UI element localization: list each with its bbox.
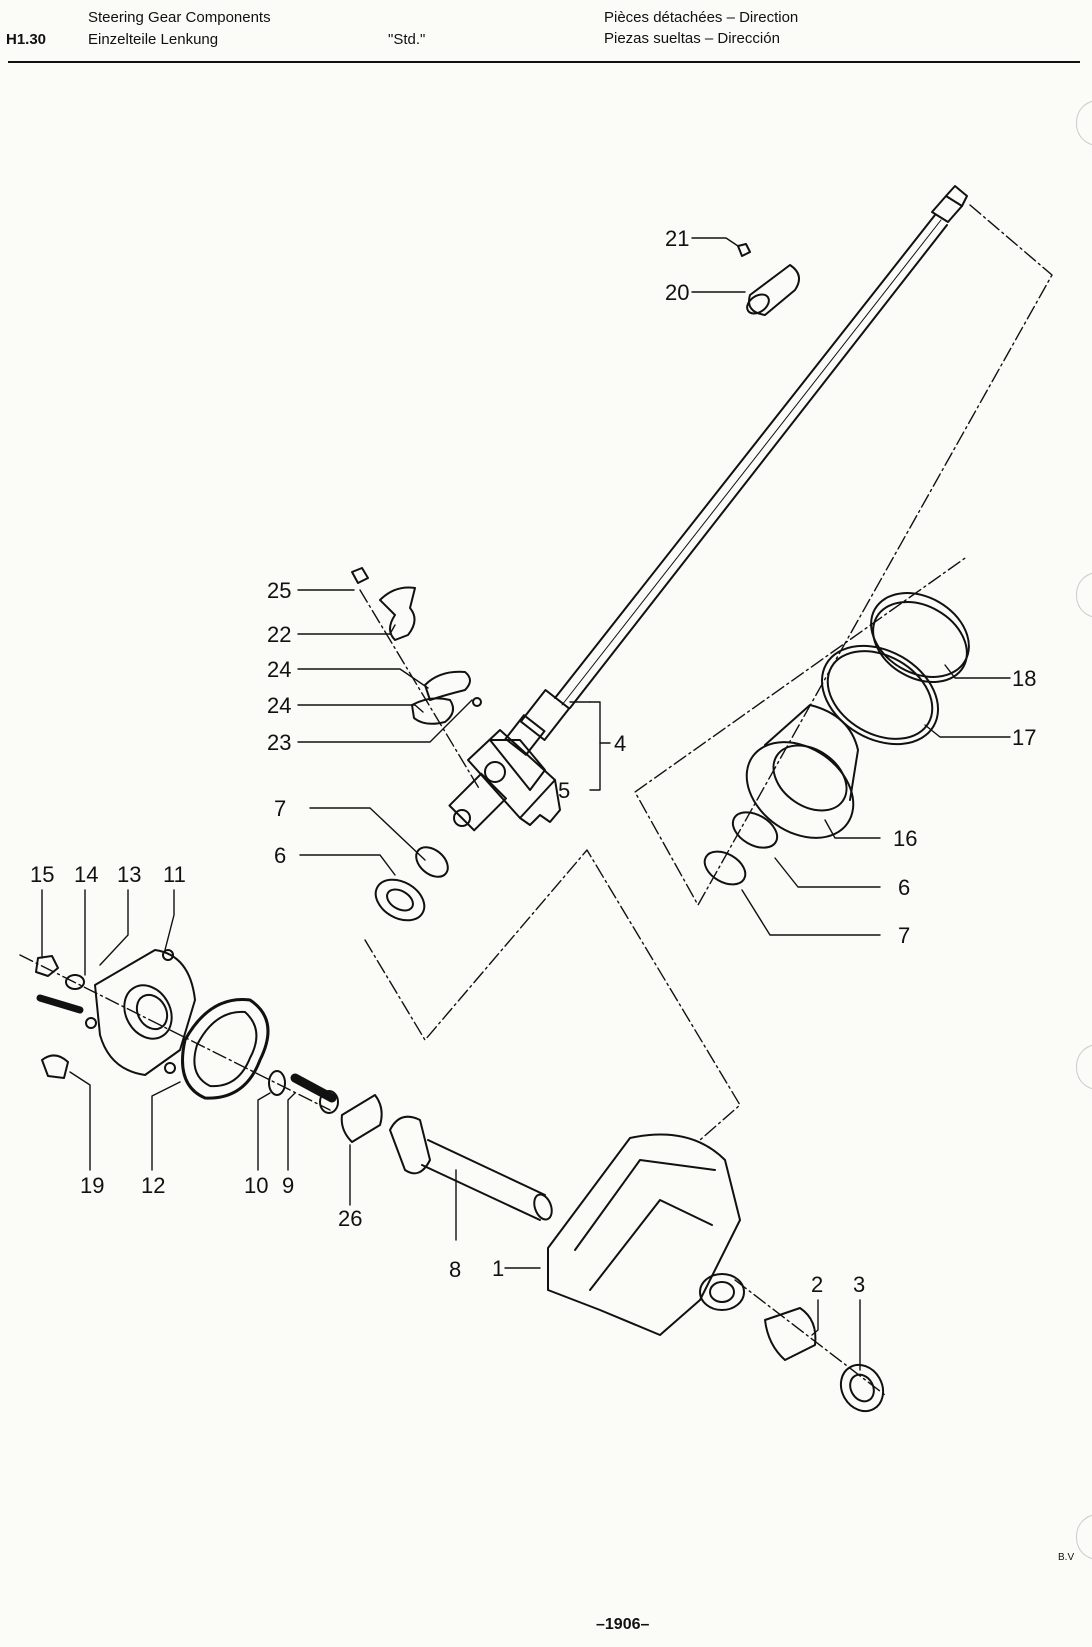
worm-gear-block bbox=[448, 729, 561, 832]
section-code: H1.30 bbox=[6, 31, 47, 48]
cover-11 bbox=[94, 949, 196, 1076]
seal-3 bbox=[839, 1363, 885, 1413]
callout-4: 4 bbox=[614, 731, 626, 756]
centerline-lower bbox=[364, 849, 741, 1141]
callout-5: 5 bbox=[558, 778, 570, 803]
callout-7a: 7 bbox=[274, 796, 286, 821]
callout-24b: 24 bbox=[267, 693, 291, 718]
callout-10: 10 bbox=[244, 1173, 268, 1198]
cap-9 bbox=[319, 1090, 339, 1114]
callout-19: 19 bbox=[80, 1173, 104, 1198]
callout-26: 26 bbox=[338, 1206, 362, 1231]
callout-8: 8 bbox=[449, 1257, 461, 1282]
steering-shaft bbox=[504, 185, 968, 756]
callout-9: 9 bbox=[282, 1173, 294, 1198]
bolt-25 bbox=[351, 567, 369, 584]
housing-1 bbox=[547, 1133, 745, 1336]
ball-23 bbox=[472, 697, 482, 707]
callout-13: 13 bbox=[117, 862, 141, 887]
pad-24b bbox=[411, 697, 455, 725]
leader-lines bbox=[41, 237, 1011, 1371]
title-french: Pièces détachées – Direction bbox=[604, 9, 799, 26]
callout-21: 21 bbox=[665, 226, 689, 251]
o-ring-10 bbox=[268, 1070, 286, 1096]
cover-assembly bbox=[35, 949, 196, 1079]
shim-17 bbox=[820, 644, 940, 746]
bush-and-seal bbox=[764, 1307, 885, 1413]
callout-20: 20 bbox=[665, 280, 689, 305]
centerline-housing-axis bbox=[734, 1279, 886, 1396]
nut-15 bbox=[35, 955, 59, 977]
pad-24a bbox=[424, 670, 471, 701]
clamp-parts bbox=[351, 567, 482, 725]
initials: B.V bbox=[1058, 1552, 1075, 1563]
callout-12: 12 bbox=[141, 1173, 165, 1198]
bearing-left bbox=[374, 846, 449, 922]
callout-6a: 6 bbox=[274, 843, 286, 868]
callout-16: 16 bbox=[893, 826, 917, 851]
bolt-13 bbox=[36, 994, 84, 1014]
callout-17: 17 bbox=[1012, 725, 1036, 750]
title-english: Steering Gear Components bbox=[88, 9, 271, 26]
small-parts bbox=[268, 1070, 383, 1143]
bush-2 bbox=[764, 1307, 817, 1361]
sector-shaft-8 bbox=[389, 1115, 553, 1221]
callout-7b: 7 bbox=[898, 923, 910, 948]
sleeve-20 bbox=[748, 264, 800, 316]
model-label: "Std." bbox=[388, 31, 426, 48]
callout-18: 18 bbox=[1012, 666, 1036, 691]
assembly-centerlines bbox=[19, 204, 1053, 1396]
callout-23: 23 bbox=[267, 730, 291, 755]
cup-6 bbox=[374, 878, 426, 922]
cage-7b bbox=[703, 850, 747, 886]
header-rule bbox=[8, 61, 1080, 63]
adjuster-assembly bbox=[703, 592, 970, 886]
centerline-clamp bbox=[359, 589, 481, 791]
title-spanish: Piezas sueltas – Dirección bbox=[604, 30, 780, 47]
callout-2: 2 bbox=[811, 1272, 823, 1297]
clamp-22 bbox=[379, 586, 416, 641]
centerline-upper-right bbox=[634, 204, 1053, 906]
callout-14: 14 bbox=[74, 862, 98, 887]
sleeve-and-nipple bbox=[737, 243, 800, 316]
page-number: –1906– bbox=[596, 1616, 650, 1633]
plug-19 bbox=[41, 1054, 69, 1079]
gasket-12 bbox=[181, 998, 270, 1100]
bush-26 bbox=[340, 1094, 383, 1143]
callout-24a: 24 bbox=[267, 657, 291, 682]
callout-11: 11 bbox=[163, 862, 186, 887]
callout-22: 22 bbox=[267, 622, 291, 647]
cup-6b bbox=[731, 811, 779, 849]
nipple-21 bbox=[737, 243, 751, 257]
callout-25: 25 bbox=[267, 578, 291, 603]
lock-nut-18 bbox=[870, 592, 970, 678]
callouts: 21 20 25 22 24 24 23 4 5 7 6 18 17 16 6 … bbox=[30, 226, 1036, 1297]
washer-14 bbox=[65, 974, 85, 990]
title-german: Einzelteile Lenkung bbox=[88, 31, 219, 48]
screw-9 bbox=[290, 1073, 337, 1103]
cage-7 bbox=[415, 846, 449, 878]
callout-15: 15 bbox=[30, 862, 54, 887]
centerline-left-axis bbox=[19, 954, 331, 1111]
callout-1: 1 bbox=[492, 1256, 504, 1281]
adjuster-16 bbox=[745, 741, 855, 839]
callout-3: 3 bbox=[853, 1272, 865, 1297]
callout-6b: 6 bbox=[898, 875, 910, 900]
